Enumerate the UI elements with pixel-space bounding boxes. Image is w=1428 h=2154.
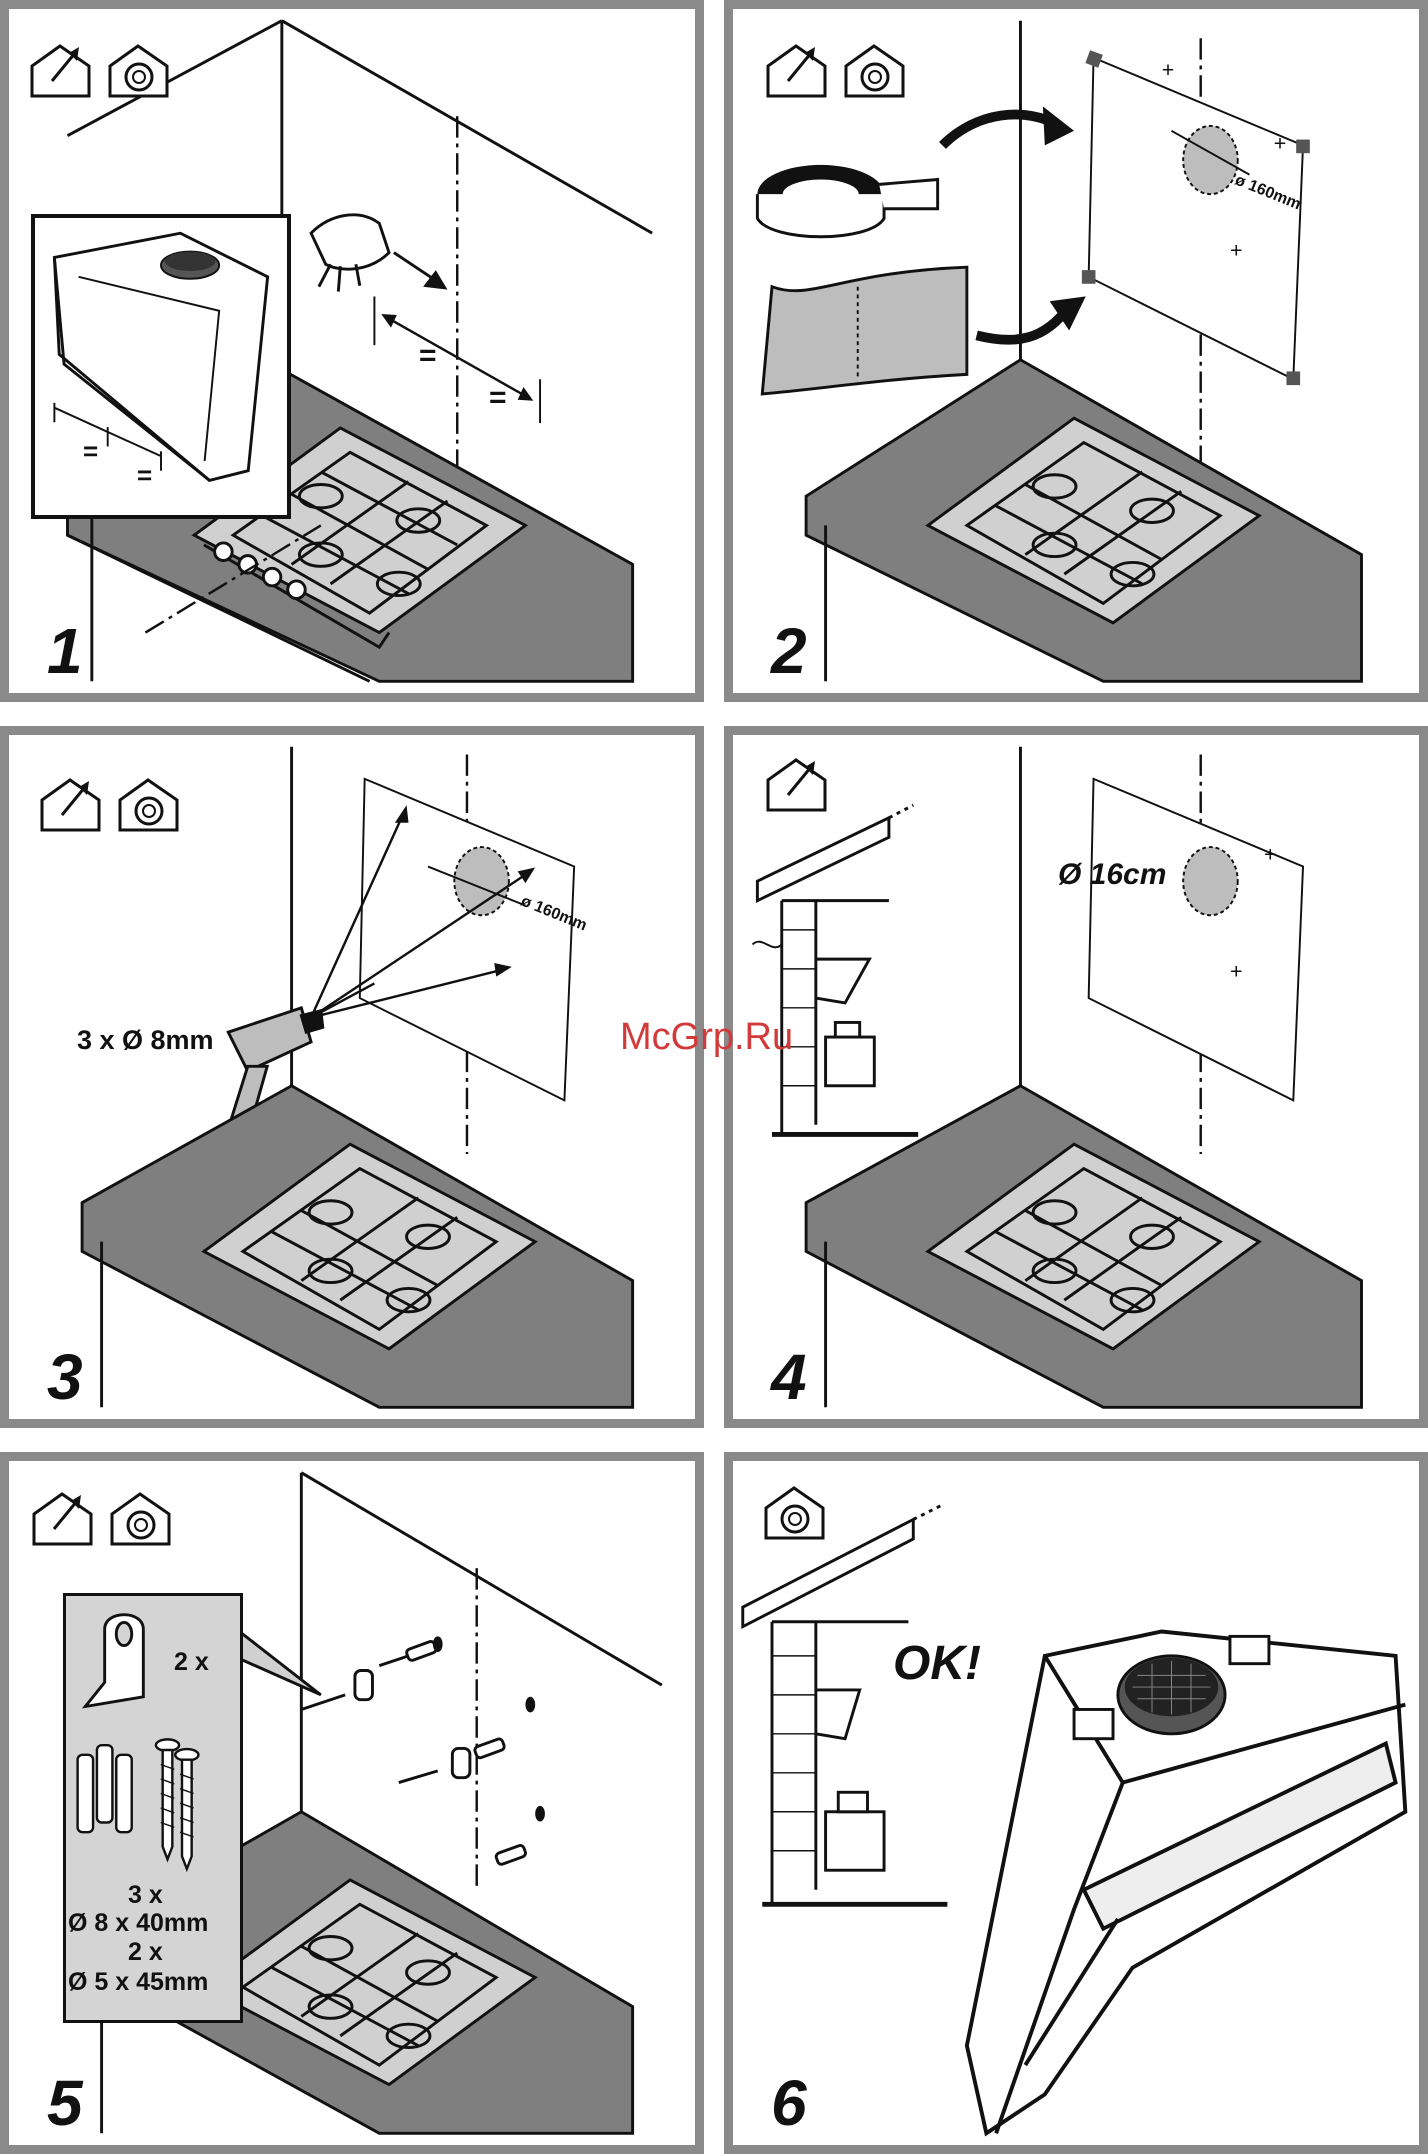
svg-text:+: + [1274,131,1287,155]
duct-out-icon [763,755,833,815]
dowel-size: Ø 8 x 40mm [68,1909,208,1938]
house-cross-section [757,805,918,1134]
svg-text:+: + [1230,960,1243,984]
screws [156,1739,199,1869]
step-5-panel: 2 x 3 x Ø 8 x 40mm 2 x Ø 5 x 45mm 5 [0,1452,704,2154]
step-3-panel: 3 x Ø 8mm ø 160mm 3 [0,726,704,1428]
hole-diameter-label: Ø 16cm [1058,858,1166,892]
equal-mark-inset-a: = [83,436,98,467]
step-number: 3 [47,1345,83,1409]
hook-quantity: 2 x [174,1648,209,1677]
svg-text:+: + [1162,58,1175,82]
equal-mark-inset-b: = [137,460,152,491]
step-2-panel: + + + ø 160mm [724,0,1428,702]
house-cross-section [743,1505,948,1904]
step-4-illustration: + + [733,735,1419,1419]
fixing-kit-box: 2 x 3 x Ø 8 x 40mm 2 x Ø 5 x 45mm [63,1593,243,2023]
dowel-quantity: 3 x [128,1881,163,1910]
step-number: 5 [47,2071,83,2135]
hood-inset-drawing [35,218,287,515]
svg-text:+: + [1230,238,1243,262]
duct-out-icon [37,775,107,835]
screw-quantity: 2 x [128,1938,163,1967]
watermark: McGrp.Ru [620,1016,793,1059]
wall-hook [85,1615,143,1707]
step-6-panel: OK! 6 [724,1452,1428,2154]
drill-size-label: 3 x Ø 8mm [77,1025,214,1056]
screw-size: Ø 5 x 45mm [68,1968,208,1997]
recirculation-icon [107,1489,177,1549]
step-3-illustration [9,735,695,1419]
recirculation-icon [115,775,185,835]
duct-out-icon [763,41,833,101]
duct-out-icon [29,1489,99,1549]
ok-label: OK! [893,1636,981,1691]
hood-inset: = = [31,214,291,519]
step-number: 4 [771,1345,807,1409]
marking-hand [311,215,389,292]
recirculation-icon [841,41,911,101]
recirculation-icon [761,1483,831,1543]
step-number: 6 [771,2071,807,2135]
equal-mark-right-b: = [489,381,507,415]
step-6-illustration [733,1461,1419,2145]
recirculation-icon [105,41,175,101]
svg-text:+: + [1264,843,1277,867]
step-number: 2 [771,619,807,683]
adhesive-tape-roll [757,165,937,237]
step-number: 1 [47,619,83,683]
equal-mark-right-a: = [419,339,437,373]
step-1-panel: = = = = 1 [0,0,704,702]
step-2-illustration: + + + [733,9,1419,693]
duct-out-icon [27,41,97,101]
wall-dowels [78,1745,132,1832]
step-4-panel: + + [724,726,1428,1428]
